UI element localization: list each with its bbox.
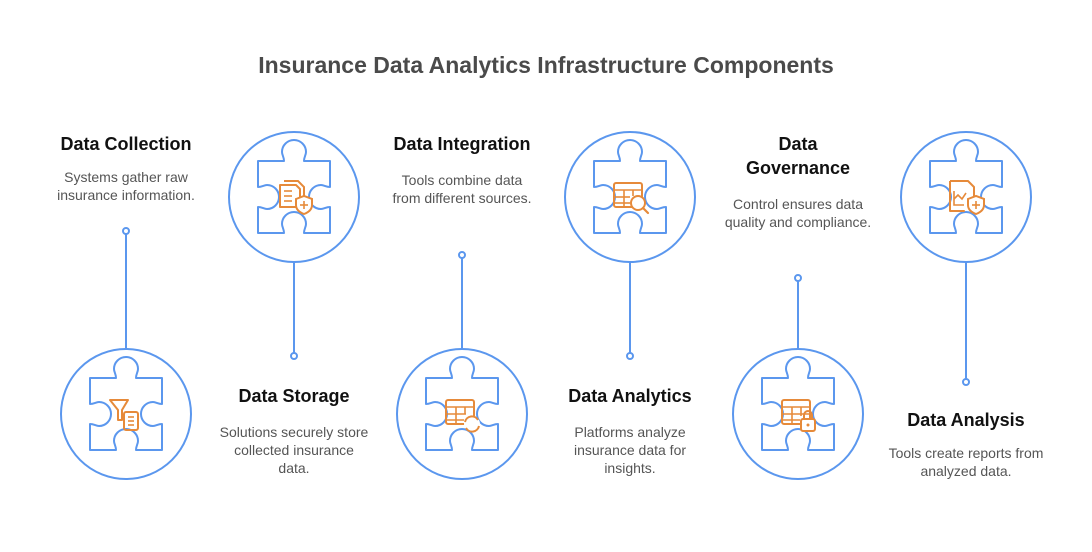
component-heading-data-collection: Data Collection: [60, 134, 192, 154]
component-circle: [228, 131, 360, 263]
component-description-data-governance: Control ensures data quality and complia…: [724, 196, 872, 230]
component-description-data-analysis: Tools create reports from analyzed data.: [888, 445, 1044, 479]
connector-dot: [626, 352, 634, 360]
puzzle-piece-icon: [593, 139, 667, 234]
component-heading-data-governance: Data Governance: [745, 134, 851, 178]
component-description-data-integration: Tools combine data from different source…: [392, 172, 532, 206]
funnel-shape: [109, 399, 129, 421]
chart-report-shield-icon: [949, 180, 985, 216]
table-search-icon: [613, 182, 650, 215]
connector-dot: [794, 274, 802, 282]
component-data-analytics: [564, 131, 696, 360]
component-description-data-collection: Systems gather raw insurance information…: [57, 169, 195, 203]
component-data-analysis: [900, 131, 1032, 386]
puzzle-piece-icon: [929, 139, 1003, 234]
documents-shield-icon: [279, 180, 313, 216]
table-lock-icon: [781, 399, 816, 432]
component-description-data-storage: Solutions securely store collected insur…: [219, 424, 369, 476]
puzzle-piece-icon: [761, 356, 835, 451]
component-data-integration: [396, 251, 528, 480]
puzzle-piece-icon: [89, 356, 163, 451]
component-description-data-analytics: Platforms analyze insurance data for ins…: [573, 424, 687, 476]
component-data-storage: [228, 131, 360, 360]
diagram-title: Insurance Data Analytics Infrastructure …: [258, 52, 834, 78]
component-circle: [900, 131, 1032, 263]
component-data-collection: [60, 227, 192, 480]
document-shape: [123, 411, 139, 431]
puzzle-piece-icon: [257, 139, 331, 234]
connector-dot: [962, 378, 970, 386]
connector-dot: [122, 227, 130, 235]
filter-document-icon: [109, 399, 139, 431]
table-sync-icon: [445, 399, 480, 433]
component-heading-data-analytics: Data Analytics: [568, 386, 692, 406]
puzzle-piece-icon: [425, 356, 499, 451]
connector-dot: [290, 352, 298, 360]
component-circle: [60, 348, 192, 480]
component-heading-data-storage: Data Storage: [238, 386, 350, 406]
component-heading-data-integration: Data Integration: [393, 134, 531, 154]
component-heading-data-analysis: Data Analysis: [907, 410, 1025, 430]
component-data-governance: [732, 274, 864, 480]
connector-dot: [458, 251, 466, 259]
